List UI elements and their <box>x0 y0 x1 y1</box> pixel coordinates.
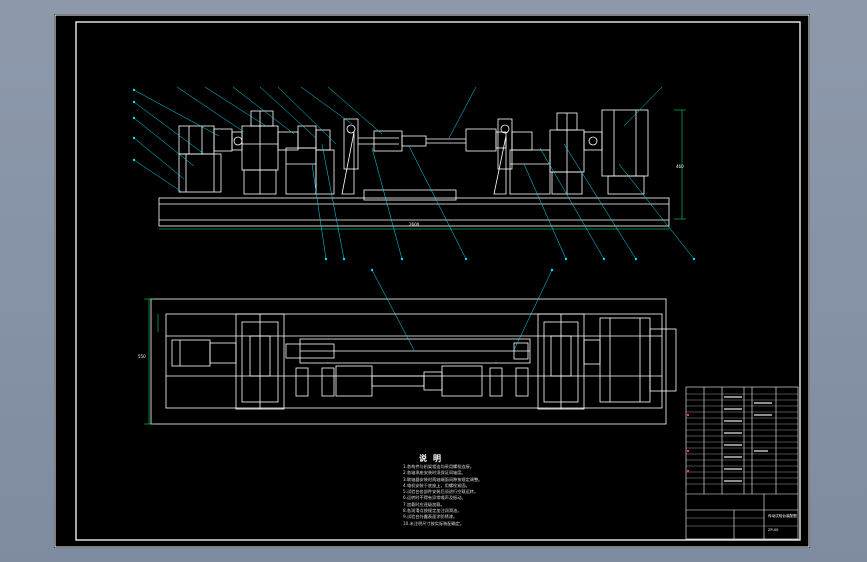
right-load-motor <box>601 109 649 177</box>
title-block-marks <box>687 414 689 472</box>
front-base <box>158 197 670 227</box>
leader-lines-top <box>371 269 553 351</box>
drawing-sheet: 说明 1.各构件与机架相连均采用螺栓连接。 2.各轴承座安装时须保证同轴度。 3… <box>54 14 810 548</box>
title-block <box>685 386 799 540</box>
note-line: 6.运转时不得有异常噪声及振动。 <box>403 495 466 501</box>
title-block-fill <box>724 396 772 482</box>
dim-height: 460 <box>676 164 684 169</box>
technical-notes: 1.各构件与机架相连均采用螺栓连接。 2.各轴承座安装时须保证同轴度。 3.联轴… <box>403 464 728 527</box>
inner-border <box>75 21 801 541</box>
top-base <box>150 298 667 425</box>
leader-balloons <box>132 88 696 261</box>
title-block-name: 传动试验台装配图 <box>768 514 797 518</box>
top-view <box>150 298 677 425</box>
note-line: 10.未注明尺寸按实际装配确定。 <box>403 520 465 526</box>
top-left-motor <box>171 339 211 367</box>
note-line: 7.加载时应逐级加载。 <box>403 501 445 507</box>
top-right-motor <box>599 317 651 403</box>
note-line: 3.联轴器安装时两轴端面间隙按规定调整。 <box>403 476 483 482</box>
title-block-rows <box>686 393 798 527</box>
note-line: 5.试验台各部件安装后须进行空载运转。 <box>403 489 479 495</box>
leader-lines-front <box>133 86 695 260</box>
dim-total-length: 2600 <box>409 222 420 227</box>
title-block-code: ZP-00 <box>768 528 779 532</box>
note-line: 4.电机安装于底座上，用螺栓紧固。 <box>403 482 470 488</box>
top-dims <box>144 298 159 425</box>
note-line: 9.试验台外露表面涂防锈漆。 <box>403 514 458 520</box>
note-line: 1.各构件与机架相连均采用螺栓连接。 <box>403 464 474 469</box>
note-line: 2.各轴承座安装时须保证同轴度。 <box>403 470 466 476</box>
notes-title: 说明 <box>419 454 447 463</box>
front-view <box>158 109 686 230</box>
drawing-svg <box>54 14 810 548</box>
outer-border <box>54 14 810 548</box>
note-line: 8.各润滑点按规定加注润滑油。 <box>403 508 462 514</box>
dim-width: 550 <box>138 354 146 359</box>
